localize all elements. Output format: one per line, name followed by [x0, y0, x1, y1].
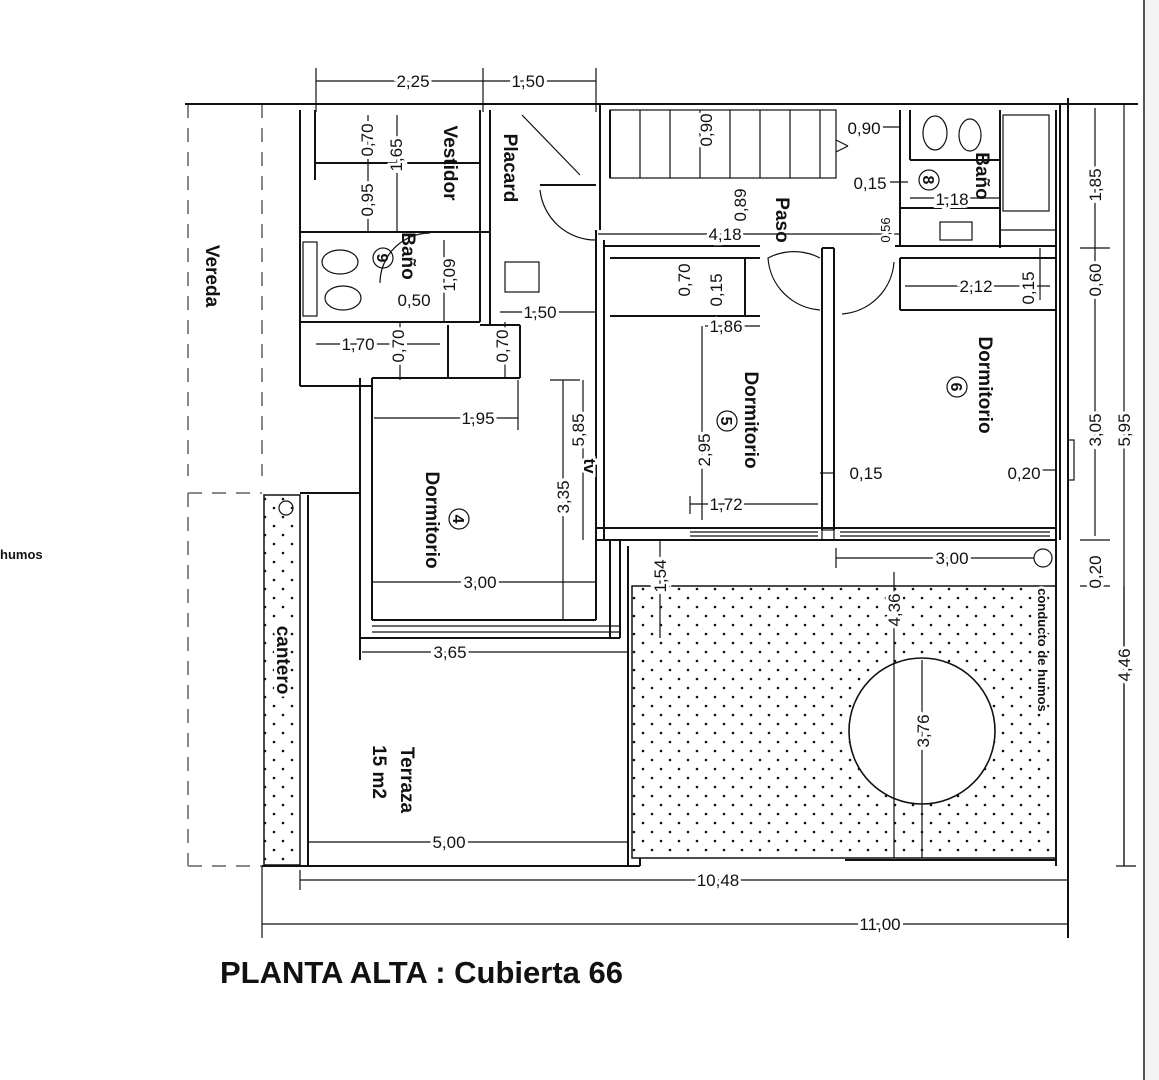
- label-dormitorio-6-number: 6: [947, 383, 964, 392]
- label-vereda: Vereda: [201, 245, 222, 308]
- dim-0-15-mid: 0,15: [849, 464, 882, 483]
- dim-1-50-mid: 1,50: [523, 303, 556, 322]
- dim-0-15-right: 0,15: [1019, 271, 1038, 304]
- dim-0-90-stair: 0,90: [697, 113, 716, 146]
- page-edge: [1144, 0, 1159, 1080]
- dimension-lines: [261, 68, 1136, 938]
- staircase: [609, 109, 849, 179]
- dim-0-20-bottom: 0,20: [1086, 555, 1105, 588]
- dim-5-00: 5,00: [432, 833, 465, 852]
- label-paso: Paso: [771, 197, 792, 242]
- dim-0-89: 0,89: [731, 188, 750, 221]
- label-dormitorio-6: Dormitorio: [974, 336, 995, 433]
- dim-3-35: 3,35: [554, 480, 573, 513]
- label-cantero: cantero: [272, 626, 293, 695]
- dim-1-09: 1,09: [440, 258, 459, 291]
- dim-5-95: 5,95: [1115, 413, 1134, 446]
- label-bano-9-number: 9: [373, 254, 390, 263]
- number-badge-5: [716, 410, 738, 432]
- dim-0-95: 0,95: [358, 183, 377, 216]
- room-labels: Vereda Vestidor Placard Paso Baño 9 Baño…: [201, 126, 1053, 814]
- dim-0-60: 0,60: [1086, 263, 1105, 296]
- label-dormitorio-5-number: 5: [717, 417, 734, 426]
- number-badge-4: [448, 508, 470, 530]
- label-dormitorio-4: Dormitorio: [421, 471, 442, 568]
- dim-3-65: 3,65: [433, 643, 466, 662]
- dim-1-86: 1,86: [709, 317, 742, 336]
- dim-0-70-d5: 0,70: [675, 263, 694, 296]
- label-terraza: Terraza: [396, 747, 417, 814]
- vereda-boundary: [187, 104, 263, 867]
- dim-1-50-top: 1,50: [511, 72, 544, 91]
- dim-0-70-bath9: 0,70: [389, 329, 408, 362]
- number-badge-6: [946, 376, 968, 398]
- bathroom-fixtures: [302, 115, 982, 317]
- dim-1-70: 1,70: [341, 335, 374, 354]
- dim-0-15-d5: 0,15: [707, 273, 726, 306]
- plan-title: PLANTA ALTA : Cubierta 66: [220, 955, 623, 990]
- dim-0-90-landing: 0,90: [847, 119, 880, 138]
- dim-4-18: 4,18: [708, 225, 741, 244]
- dim-0-50: 0,50: [397, 291, 430, 310]
- cutoff-label: humos: [0, 547, 43, 562]
- cantero-area: [263, 494, 301, 866]
- label-bano-9: Baño: [397, 232, 418, 280]
- dim-1-65: 1,65: [387, 138, 406, 171]
- label-placard: Placard: [499, 134, 520, 203]
- label-dormitorio-5: Dormitorio: [740, 371, 761, 468]
- label-tv: tv: [580, 458, 599, 474]
- dim-2-95: 2,95: [695, 433, 714, 466]
- dim-0-15-bath8: 0,15: [853, 174, 886, 193]
- dim-0-20-right: 0,20: [1007, 464, 1040, 483]
- dim-10-48: 10,48: [697, 871, 740, 890]
- dim-0-70-closet: 0,70: [493, 329, 512, 362]
- dim-2-12: 2,12: [959, 277, 992, 296]
- number-badge-8: [918, 169, 940, 191]
- cantero-drain-icon: [278, 500, 294, 516]
- dim-0-70-vest: 0,70: [358, 123, 377, 156]
- label-conducto-de-humos: conducto de humos: [1035, 588, 1050, 712]
- dim-3-76: 3,76: [914, 714, 933, 747]
- dim-1-95: 1,95: [461, 409, 494, 428]
- dim-5-85: 5,85: [569, 413, 588, 446]
- label-bano-8: Baño: [971, 152, 992, 200]
- dim-1-18: 1,18: [935, 190, 968, 209]
- dim-3-00-terrace: 3,00: [935, 549, 968, 568]
- dim-2-25: 2,25: [396, 72, 429, 91]
- label-bano-8-number: 8: [919, 176, 936, 185]
- dim-3-00-d4: 3,00: [463, 573, 496, 592]
- label-dormitorio-4-number: 4: [449, 515, 466, 524]
- dim-0-56: 0,56: [878, 217, 893, 242]
- conducto-icon: [1033, 548, 1053, 568]
- dim-4-46: 4,46: [1115, 648, 1134, 681]
- label-vestidor: Vestidor: [439, 126, 460, 202]
- dim-1-72: 1,72: [709, 495, 742, 514]
- dim-4-36: 4,36: [885, 593, 904, 626]
- dim-11-00: 11,00: [859, 915, 900, 934]
- number-badge-9: [372, 247, 394, 269]
- door-swings: [379, 114, 895, 315]
- dim-3-05: 3,05: [1086, 413, 1105, 446]
- label-terraza-area: 15 m2: [368, 745, 389, 799]
- dim-1-54: 1,54: [651, 559, 670, 592]
- walls: [299, 98, 1075, 938]
- dim-1-85: 1,85: [1086, 168, 1105, 201]
- dimension-labels: 2,25 1,50 0,70 1,65 0,95 0,90 0,90 0,89 …: [338, 69, 1137, 937]
